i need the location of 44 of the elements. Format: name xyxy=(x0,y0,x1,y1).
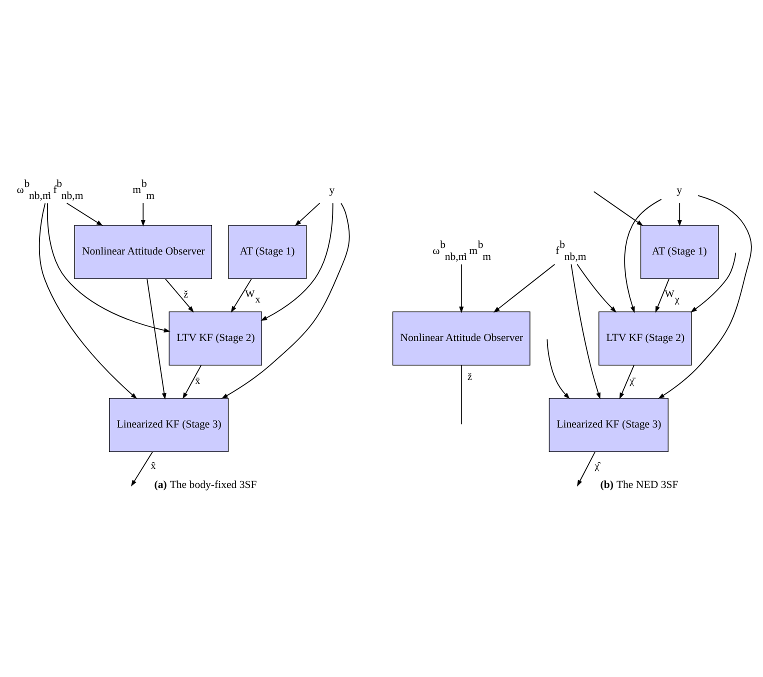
arrow xyxy=(46,202,170,332)
node-box: Linearized KF (Stage 3) xyxy=(548,398,668,452)
arrow xyxy=(658,195,752,399)
arrow xyxy=(546,338,570,400)
arrow xyxy=(230,278,252,313)
arrow xyxy=(146,278,166,400)
arrow xyxy=(690,252,736,313)
edge-label: x̄ xyxy=(195,376,200,388)
arrow xyxy=(140,202,146,227)
arrow xyxy=(38,202,138,400)
arrow xyxy=(130,451,154,487)
node-text: y xyxy=(329,184,335,196)
node-box: LTV KF (Stage 2) xyxy=(168,311,262,366)
edge-label: χ̄ xyxy=(630,376,634,388)
arrow xyxy=(570,264,600,400)
arrow xyxy=(294,202,320,226)
arrow xyxy=(655,278,670,313)
node-text: y xyxy=(676,184,682,196)
node-box: LTV KF (Stage 2) xyxy=(598,311,692,366)
arrow xyxy=(677,202,682,227)
connector xyxy=(460,364,462,425)
edge-label: ž xyxy=(184,290,188,301)
node-box: Linearized KF (Stage 3) xyxy=(109,398,229,452)
node-box: AT (Stage 1) xyxy=(228,224,307,280)
label: (b) The NED 3SF xyxy=(600,479,678,492)
node-box: Nonlinear Attitude Observer xyxy=(74,224,212,280)
arrow xyxy=(182,364,202,400)
edge-label: ž xyxy=(468,372,472,383)
arrow xyxy=(576,264,617,313)
arrow xyxy=(221,202,350,399)
arrow xyxy=(493,264,556,313)
arrow xyxy=(593,191,644,226)
label: (a) The body-fixed 3SF xyxy=(154,479,257,492)
arrow xyxy=(619,364,634,400)
node-box: Nonlinear Attitude Observer xyxy=(392,311,530,366)
edge-label: x̂ xyxy=(150,460,156,472)
arrow xyxy=(624,198,662,314)
arrow xyxy=(577,451,596,487)
arrow xyxy=(459,264,464,314)
arrow xyxy=(66,202,103,226)
arrow xyxy=(164,278,194,313)
arrow xyxy=(260,202,334,321)
node-box: AT (Stage 1) xyxy=(640,224,719,280)
edge-label: χ̂ xyxy=(594,460,600,472)
